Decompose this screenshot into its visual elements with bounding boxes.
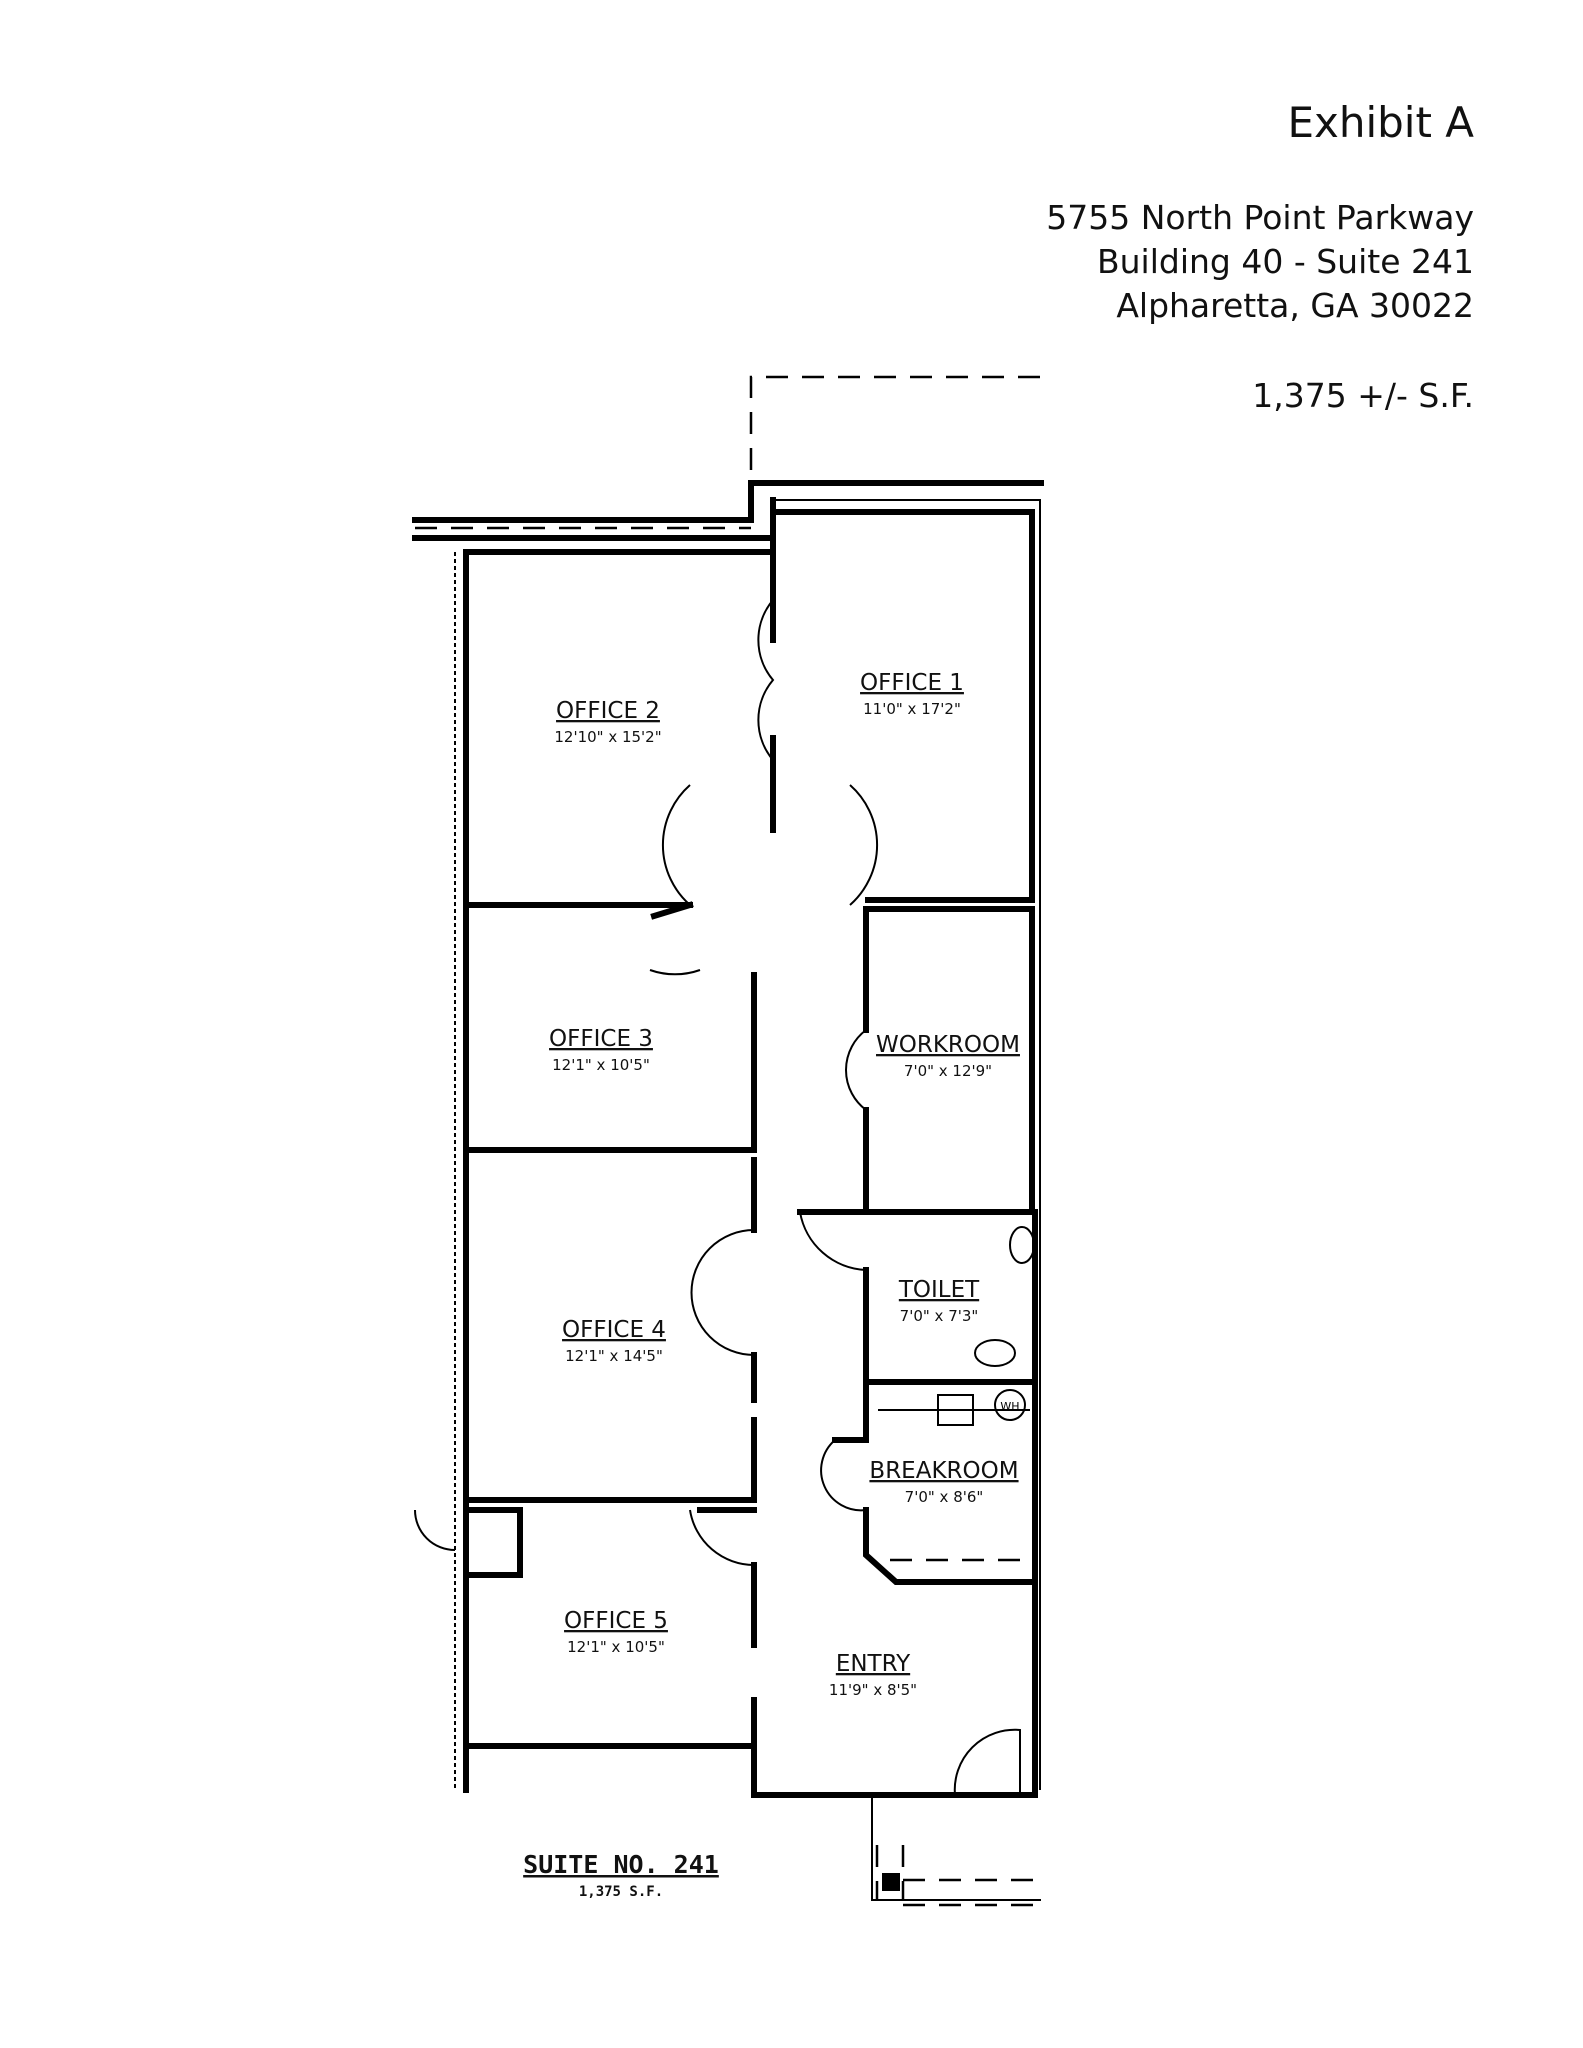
svg-text:11'0" x 17'2": 11'0" x 17'2" bbox=[863, 700, 961, 718]
water-heater-label: WH bbox=[1000, 1400, 1019, 1413]
svg-text:12'1" x 10'5": 12'1" x 10'5" bbox=[552, 1056, 650, 1074]
svg-text:OFFICE 5: OFFICE 5 bbox=[564, 1608, 668, 1634]
room-office-5: OFFICE 5 12'1" x 10'5" bbox=[564, 1608, 668, 1656]
address-block: 5755 North Point Parkway Building 40 - S… bbox=[1046, 196, 1474, 328]
svg-text:TOILET: TOILET bbox=[898, 1277, 980, 1303]
room-office-4: OFFICE 4 12'1" x 14'5" bbox=[562, 1317, 666, 1365]
svg-text:12'1" x 14'5": 12'1" x 14'5" bbox=[565, 1347, 663, 1365]
svg-text:OFFICE 2: OFFICE 2 bbox=[556, 698, 660, 724]
room-office-3: OFFICE 3 12'1" x 10'5" bbox=[549, 1026, 653, 1074]
suite-area: 1,375 S.F. bbox=[579, 1884, 663, 1900]
exhibit-title: Exhibit A bbox=[1287, 98, 1474, 147]
svg-text:7'0" x 7'3": 7'0" x 7'3" bbox=[900, 1307, 979, 1325]
room-labels: OFFICE 1 11'0" x 17'2" OFFICE 2 12'10" x 1… bbox=[549, 670, 1020, 1699]
svg-text:12'1" x 10'5": 12'1" x 10'5" bbox=[567, 1638, 665, 1656]
svg-text:BREAKROOM: BREAKROOM bbox=[869, 1458, 1018, 1484]
svg-text:7'0" x 8'6": 7'0" x 8'6" bbox=[905, 1488, 984, 1506]
room-toilet: TOILET 7'0" x 7'3" bbox=[898, 1277, 980, 1325]
room-entry: ENTRY 11'9" x 8'5" bbox=[829, 1651, 917, 1699]
svg-text:OFFICE 3: OFFICE 3 bbox=[549, 1026, 653, 1052]
toilet-icon bbox=[974, 1339, 1016, 1367]
doors bbox=[414, 599, 1021, 1796]
room-office-2: OFFICE 2 12'10" x 15'2" bbox=[554, 698, 661, 746]
room-office-1: OFFICE 1 11'0" x 17'2" bbox=[860, 670, 964, 718]
room-breakroom: BREAKROOM 7'0" x 8'6" bbox=[869, 1458, 1018, 1506]
svg-text:WORKROOM: WORKROOM bbox=[876, 1032, 1020, 1058]
svg-text:7'0" x 12'9": 7'0" x 12'9" bbox=[904, 1062, 992, 1080]
sink-icon bbox=[1009, 1226, 1035, 1264]
svg-text:OFFICE 1: OFFICE 1 bbox=[860, 670, 964, 696]
svg-text:11'9" x 8'5": 11'9" x 8'5" bbox=[829, 1681, 917, 1699]
suite-label: SUITE NO. 241 bbox=[523, 1850, 719, 1879]
total-area: 1,375 +/- S.F. bbox=[1252, 376, 1474, 415]
fixtures: WH bbox=[871, 1226, 1041, 1907]
svg-text:12'10" x 15'2": 12'10" x 15'2" bbox=[554, 728, 661, 746]
room-workroom: WORKROOM 7'0" x 12'9" bbox=[876, 1032, 1020, 1080]
column-icon bbox=[882, 1873, 900, 1891]
svg-text:ENTRY: ENTRY bbox=[836, 1651, 911, 1677]
address-line-3: Alpharetta, GA 30022 bbox=[1116, 286, 1474, 325]
address-line-1: 5755 North Point Parkway bbox=[1046, 198, 1474, 237]
water-heater-icon bbox=[994, 1389, 1026, 1421]
svg-text:OFFICE 4: OFFICE 4 bbox=[562, 1317, 666, 1343]
walls bbox=[412, 375, 1044, 1798]
address-line-2: Building 40 - Suite 241 bbox=[1097, 242, 1474, 281]
